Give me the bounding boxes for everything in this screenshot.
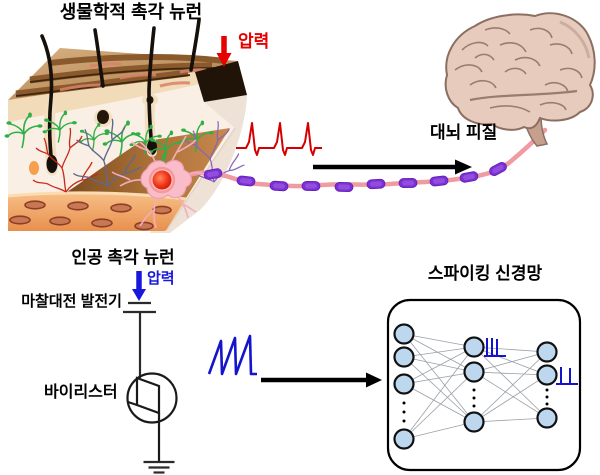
snn-network bbox=[393, 323, 558, 450]
myelin-sheath-segments bbox=[203, 161, 507, 193]
snn-ellipsis-dot bbox=[545, 388, 549, 392]
nucleus-glow bbox=[148, 166, 176, 194]
snn-neuron-node bbox=[536, 364, 558, 386]
snn-connection bbox=[403, 371, 475, 440]
pressure-arrow-blue bbox=[132, 271, 146, 301]
pressure-label-biological: 압력 bbox=[238, 32, 270, 51]
pressure-arrow-red bbox=[216, 36, 232, 67]
snn-neuron-node bbox=[393, 346, 415, 368]
snn-connection bbox=[403, 356, 475, 373]
snn-connection bbox=[403, 346, 475, 385]
brain-sulci bbox=[454, 27, 583, 113]
skin-streaks bbox=[59, 62, 207, 92]
brain-illustration bbox=[444, 12, 596, 147]
flow-arrow-bio bbox=[313, 159, 472, 175]
snn-neuron-node bbox=[463, 411, 485, 433]
snn-spike-glyph-hidden bbox=[484, 338, 506, 357]
snn-neuron-node bbox=[463, 336, 485, 358]
snn-connection bbox=[473, 371, 548, 419]
skin-pore bbox=[94, 109, 112, 127]
snn-connection bbox=[473, 346, 548, 419]
snn-ellipsis-dot bbox=[472, 396, 476, 400]
snn-connection bbox=[473, 371, 548, 376]
pressure-label-artificial: 압력 bbox=[147, 270, 175, 287]
axon bbox=[183, 127, 548, 193]
sawtooth-spike-train bbox=[207, 334, 257, 376]
tactile-neuron bbox=[111, 135, 205, 229]
snn-ellipsis-dot bbox=[545, 395, 549, 399]
skin-dark-edge bbox=[195, 61, 247, 102]
snn-connection bbox=[403, 346, 475, 358]
gland-dot bbox=[29, 161, 39, 175]
snn-ellipsis-dot bbox=[545, 402, 549, 406]
biological-section-title: 생물학적 촉각 뉴런 bbox=[59, 2, 203, 22]
cortex-label: 대뇌 피질 bbox=[430, 123, 498, 142]
snn-connection bbox=[473, 417, 548, 423]
snn-spike-glyph-output bbox=[556, 367, 578, 385]
snn-box bbox=[386, 298, 582, 472]
snn-connection bbox=[473, 374, 548, 423]
subcutis-cells bbox=[9, 200, 172, 231]
artificial-section-title: 인공 촉각 뉴런 bbox=[71, 248, 175, 267]
triboelectric-generator-label: 마찰대전 발전기 bbox=[21, 293, 122, 310]
snn-connection bbox=[403, 333, 475, 348]
biristor-label: 바이리스터 bbox=[44, 384, 118, 401]
snn-connection bbox=[403, 333, 475, 373]
snn-ellipsis-dot bbox=[472, 404, 476, 408]
snn-connection bbox=[403, 346, 475, 440]
snn-connection bbox=[473, 351, 548, 373]
action-potential-spike-train bbox=[236, 122, 322, 156]
snn-connection bbox=[403, 356, 475, 423]
biristor-symbol bbox=[126, 372, 178, 462]
snn-connection bbox=[403, 383, 475, 423]
flow-arrow-artificial bbox=[261, 372, 382, 388]
ground-symbol bbox=[143, 460, 175, 474]
axon-fiber bbox=[183, 127, 548, 189]
nucleus bbox=[152, 170, 172, 190]
snn-connection bbox=[403, 421, 475, 440]
snn-neuron-node bbox=[536, 341, 558, 363]
snn-ellipsis-dot bbox=[402, 401, 406, 405]
snn-ellipsis-dot bbox=[402, 410, 406, 414]
snn-neuron-node bbox=[393, 428, 415, 450]
snn-title: 스파이킹 신경망 bbox=[427, 264, 543, 283]
hairs bbox=[40, 18, 201, 168]
snn-connection bbox=[403, 371, 475, 385]
skin-cross-section bbox=[3, 18, 247, 233]
snn-ellipsis-dot bbox=[402, 419, 406, 423]
snn-connection bbox=[473, 351, 548, 423]
snn-neuron-node bbox=[393, 373, 415, 395]
triboelectric-generator-symbol bbox=[123, 301, 156, 378]
snn-ellipsis-dot bbox=[472, 388, 476, 392]
snn-neuron-node bbox=[393, 323, 415, 345]
snn-neuron-node bbox=[463, 361, 485, 383]
snn-neuron-node bbox=[536, 407, 558, 429]
